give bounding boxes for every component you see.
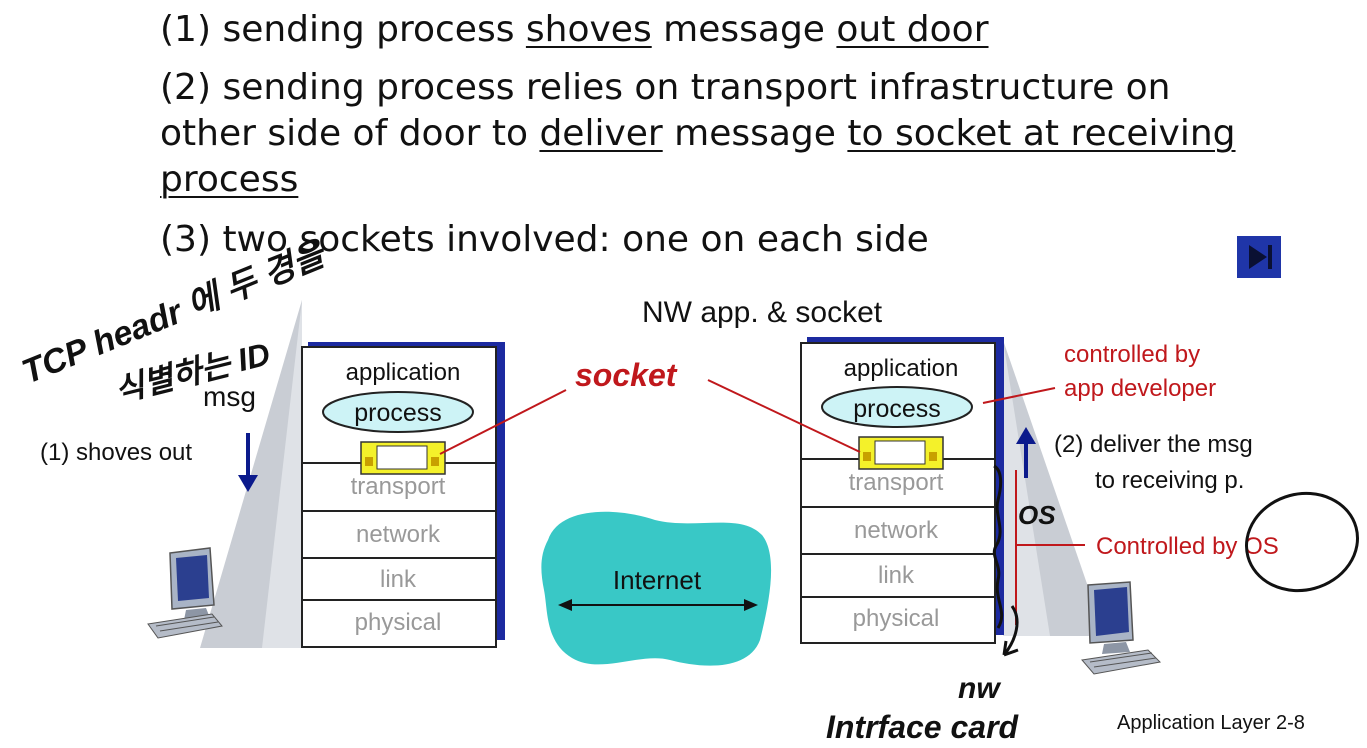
controlled-app-pointer bbox=[982, 387, 1056, 404]
left-layer-network: network bbox=[356, 521, 441, 548]
shoves-out-label: (1) shoves out bbox=[40, 439, 192, 466]
left-layer-physical: physical bbox=[355, 609, 442, 636]
right-layer-application: application bbox=[844, 355, 959, 382]
deliver-arrow-head bbox=[1016, 427, 1036, 444]
diagram-title: NW app. & socket bbox=[642, 296, 883, 329]
controlled-os-label: Controlled by OS bbox=[1096, 533, 1279, 560]
slide-footer: Application Layer 2-8 bbox=[1117, 712, 1305, 734]
bullet-2-pre: other side of door to bbox=[160, 113, 540, 154]
handwritten-brace bbox=[992, 464, 1004, 629]
right-process-ellipse bbox=[821, 386, 973, 428]
bullet-1-prefix: (1) sending process bbox=[160, 9, 526, 50]
bullet-2-mid: message bbox=[662, 113, 848, 154]
right-layer-physical: physical bbox=[853, 605, 940, 632]
bullet-1: (1) sending process shoves message out d… bbox=[160, 12, 989, 48]
internet-label: Internet bbox=[613, 565, 702, 595]
left-layer-transport: transport bbox=[351, 473, 446, 500]
controlled-app-line-1: controlled by bbox=[1064, 341, 1200, 368]
bullet-3: (3) two sockets involved: one on each si… bbox=[160, 219, 929, 260]
skip-next-icon bbox=[1249, 245, 1272, 269]
handwritten-os: OS bbox=[1018, 500, 1056, 530]
socket-pointer-left bbox=[439, 389, 567, 455]
left-layer-link: link bbox=[380, 566, 417, 593]
left-layer-process: process bbox=[354, 399, 442, 427]
right-layer-network: network bbox=[854, 517, 939, 544]
right-socket-icon bbox=[858, 436, 944, 470]
socket-label: socket bbox=[575, 357, 678, 393]
right-layer-transport: transport bbox=[849, 469, 944, 496]
handwritten-nw-arrow bbox=[1002, 605, 1019, 657]
deliver-label-1: (2) deliver the msg bbox=[1054, 431, 1253, 458]
right-layer-link: link bbox=[878, 562, 915, 589]
right-host-shadow-light bbox=[1003, 340, 1050, 636]
msg-label: msg bbox=[203, 381, 256, 412]
bullet-2-deliver: deliver bbox=[539, 113, 663, 154]
internet-arrow-left-head bbox=[558, 599, 572, 611]
left-process-ellipse bbox=[322, 391, 474, 433]
bullet-1-mid: message bbox=[651, 9, 837, 50]
bullet-2-line-1: (2) sending process relies on transport … bbox=[160, 67, 1171, 108]
handwritten-interface-card: Intrface card bbox=[826, 709, 1020, 745]
bullet-1-shoves: shoves bbox=[525, 9, 652, 50]
left-computer-icon bbox=[147, 547, 223, 639]
left-protocol-stack: application process transport network li… bbox=[301, 342, 505, 648]
deliver-label-2: to receiving p. bbox=[1095, 467, 1244, 494]
bullet-2-to-socket: to socket at receiving bbox=[847, 113, 1236, 154]
right-protocol-stack: application process transport network li… bbox=[800, 337, 1004, 644]
internet-cloud bbox=[541, 511, 772, 666]
handwritten-nw: nw bbox=[958, 672, 1001, 705]
shoves-out-arrow-head bbox=[238, 475, 258, 492]
controlled-app-line-2: app developer bbox=[1064, 375, 1216, 402]
handwritten-os-circle bbox=[1244, 491, 1360, 593]
bullet-2-line-3: process bbox=[160, 159, 299, 200]
bullet-2-line-2: other side of door to deliver message to… bbox=[160, 116, 1236, 152]
left-socket-icon bbox=[360, 441, 446, 475]
right-computer-icon bbox=[1081, 581, 1162, 675]
skip-next-button[interactable] bbox=[1237, 236, 1281, 278]
left-layer-application: application bbox=[346, 359, 461, 386]
internet-arrow-right-head bbox=[744, 599, 758, 611]
socket-pointer-right bbox=[707, 379, 861, 453]
left-host-shadow-light bbox=[262, 300, 302, 648]
right-layer-process: process bbox=[853, 395, 941, 423]
bullet-1-out-door: out door bbox=[836, 9, 989, 50]
